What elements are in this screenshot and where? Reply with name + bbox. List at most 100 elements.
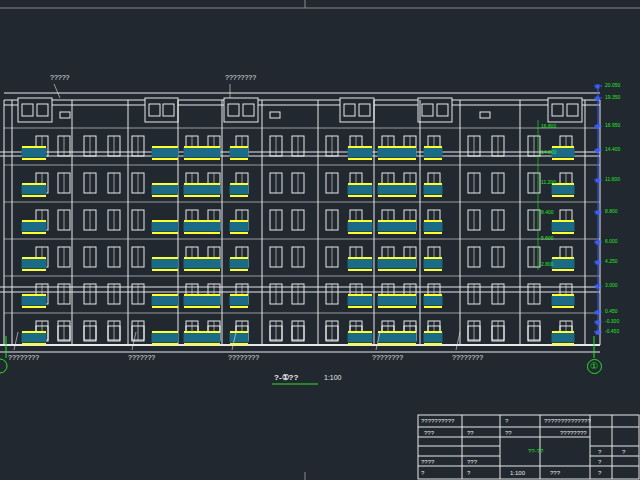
balcony-panel — [348, 259, 372, 268]
dormer-window — [163, 104, 174, 116]
window-mullion — [276, 210, 277, 230]
balcony-rail — [378, 294, 416, 296]
level-dimension: 14.000 — [541, 150, 556, 155]
dormer-window — [149, 104, 160, 116]
window — [270, 210, 282, 230]
title-block-cell: ??? — [467, 459, 477, 465]
balcony-rail — [552, 294, 574, 296]
title-block-cell: ? — [598, 449, 601, 455]
balcony-panel — [152, 148, 178, 157]
balcony-panel — [348, 222, 372, 231]
level-mark — [596, 85, 599, 88]
balcony-rail — [348, 195, 372, 197]
drawing-note: ??????? — [128, 354, 155, 361]
window-mullion — [138, 247, 139, 267]
drawing-note: ???????? — [228, 354, 259, 361]
balcony-rail — [424, 294, 442, 296]
window-mullion — [298, 321, 299, 341]
balcony-rail — [348, 183, 372, 185]
window — [292, 321, 304, 341]
title-block-cell: ?? — [467, 430, 474, 436]
level-mark — [596, 331, 599, 334]
window — [108, 136, 120, 156]
window — [326, 326, 338, 340]
balcony-rail — [378, 306, 416, 308]
eave-line — [4, 105, 600, 106]
balcony-panel — [552, 222, 574, 231]
window — [58, 247, 70, 267]
balcony-rail — [230, 158, 248, 160]
title-block-rule — [590, 446, 639, 447]
level-dimension: 4.250 — [605, 259, 618, 264]
window-mullion — [534, 284, 535, 304]
title-block-rule — [418, 456, 500, 457]
level-mark — [596, 321, 599, 324]
window — [84, 173, 96, 193]
level-mark — [596, 211, 599, 214]
balcony-rail — [378, 232, 416, 234]
window-mullion — [498, 173, 499, 193]
level-mark — [596, 311, 599, 314]
balcony-rail — [378, 195, 416, 197]
roof-vent — [60, 112, 70, 118]
ground-line — [0, 344, 600, 346]
leader-line — [456, 332, 460, 350]
balcony-panel — [348, 333, 372, 342]
title-block-rule — [612, 415, 613, 479]
level-dimension: 19.350 — [605, 95, 620, 100]
balcony-rail — [230, 232, 248, 234]
window — [58, 321, 70, 341]
balcony-rail — [230, 220, 248, 222]
window — [292, 210, 304, 230]
dormer — [340, 98, 374, 122]
wall-edge — [72, 100, 73, 345]
window-mullion — [138, 321, 139, 341]
balcony-rail — [22, 306, 46, 308]
window-mullion — [474, 173, 475, 193]
balcony-rail — [152, 257, 178, 259]
window — [326, 173, 338, 193]
balcony-rail — [552, 146, 574, 148]
window-mullion — [332, 136, 333, 156]
balcony-panel — [152, 222, 178, 231]
leader-line — [54, 84, 60, 98]
wall-edge — [374, 100, 375, 345]
window — [492, 210, 504, 230]
balcony-rail — [184, 331, 220, 333]
window-mullion — [332, 284, 333, 304]
level-mark — [596, 241, 599, 244]
level-mark — [596, 125, 599, 128]
window-mullion — [64, 173, 65, 193]
window — [270, 136, 282, 156]
window-mullion — [114, 321, 115, 341]
balcony-rail — [230, 195, 248, 197]
window-mullion — [298, 247, 299, 267]
level-mark — [596, 179, 599, 182]
balcony-rail — [424, 158, 442, 160]
title-block-cell: ?????????????? — [544, 418, 591, 424]
balcony-panel — [378, 185, 416, 194]
window — [326, 247, 338, 267]
level-line — [538, 120, 539, 270]
window — [468, 247, 480, 267]
window — [528, 284, 540, 304]
window — [58, 210, 70, 230]
dormer-window — [344, 104, 355, 116]
balcony-panel — [378, 296, 416, 305]
balcony-rail — [22, 146, 46, 148]
frame-tick — [305, 0, 306, 8]
window-mullion — [298, 173, 299, 193]
dormer — [145, 98, 178, 122]
window — [468, 210, 480, 230]
balcony-rail — [184, 158, 220, 160]
balcony-panel — [184, 148, 220, 157]
window — [492, 173, 504, 193]
title-block-cell: ? — [421, 470, 424, 476]
window — [58, 326, 70, 340]
balcony-rail — [152, 195, 178, 197]
balcony-rail — [552, 158, 574, 160]
balcony-rail — [152, 220, 178, 222]
balcony-panel — [152, 333, 178, 342]
window — [108, 284, 120, 304]
balcony-panel — [552, 296, 574, 305]
